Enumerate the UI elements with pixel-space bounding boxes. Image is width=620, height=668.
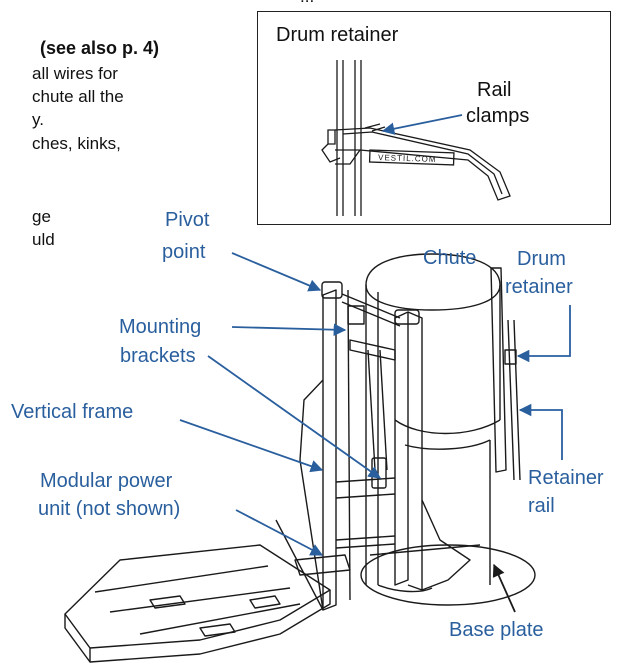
mounting-brackets-leader-upper <box>231 323 347 336</box>
modular-power-leader <box>235 509 324 556</box>
rail-clamps-label-line-1: Rail <box>477 79 512 101</box>
vertical-frame-leader <box>179 419 324 473</box>
mounting-brackets-label-line-1: Mounting <box>119 316 202 338</box>
base-plate-label: Base plate <box>449 619 544 641</box>
body-text-line-5: ge <box>32 207 51 226</box>
retainer-rail-leader <box>518 403 563 460</box>
pivot-point-label-line-2: point <box>162 241 206 263</box>
vertical-frame-label: Vertical frame <box>11 401 134 423</box>
drum-retainer-label-line-2: retainer <box>505 276 573 298</box>
body-text-line-4: ches, kinks, <box>32 134 121 153</box>
drum-retainer-inset <box>257 11 611 225</box>
drum-retainer-leader <box>516 305 571 363</box>
modular-power-label-line-1: Modular power <box>40 470 173 492</box>
inset-rail-clamp-drawing <box>321 60 511 216</box>
top-partial-text: ... <box>300 0 314 8</box>
mounting-brackets-leader-lower <box>207 355 382 479</box>
pivot-point-leader <box>231 252 322 292</box>
inset-title: Drum retainer <box>276 24 399 46</box>
section-reference: (see also p. 4) <box>40 38 160 58</box>
retainer-rail-label-line-1: Retainer <box>528 467 604 489</box>
base-plate-leader <box>492 563 516 613</box>
inset-brand-mark: VESTIL.COM <box>378 153 437 164</box>
rail-clamps-label-line-2: clamps <box>466 105 530 127</box>
body-text-line-6: uld <box>32 230 55 249</box>
retainer-rail-label-line-2: rail <box>528 495 555 517</box>
callout-leaders <box>179 252 571 613</box>
rail-clamps-arrow <box>381 114 463 135</box>
mounting-brackets-label-line-2: brackets <box>120 345 196 367</box>
chute-label: Chute <box>423 247 477 269</box>
body-text-line-1: all wires for <box>32 64 118 83</box>
drum-retainer-label-line-1: Drum <box>517 248 566 270</box>
modular-power-label-line-2: unit (not shown) <box>38 498 181 520</box>
body-text-line-3: y. <box>32 110 44 129</box>
pivot-point-label-line-1: Pivot <box>165 209 210 231</box>
main-equipment-drawing <box>64 253 536 663</box>
body-text-line-2: chute all the <box>32 87 124 106</box>
